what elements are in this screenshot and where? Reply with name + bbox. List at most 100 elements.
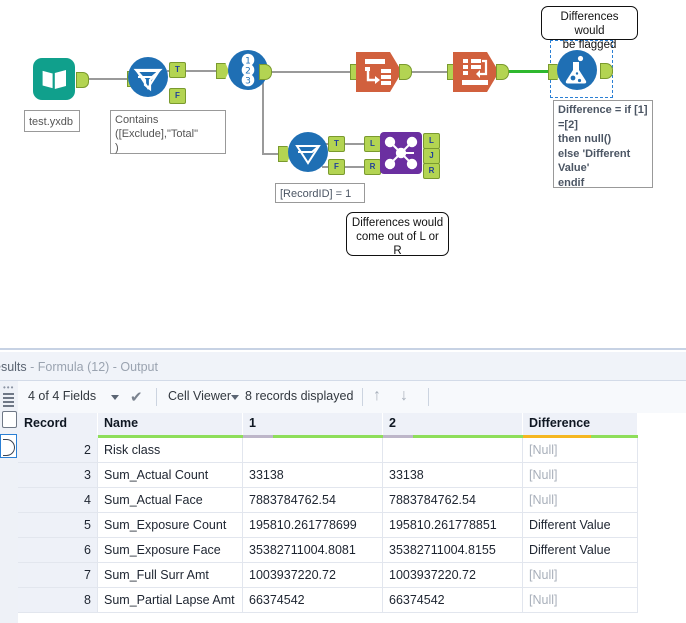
square-icon[interactable] xyxy=(2,411,17,428)
cell-v2[interactable]: 7883784762.54 xyxy=(383,488,523,513)
cell-v2[interactable]: 1003937220.72 xyxy=(383,563,523,588)
cell-difference[interactable]: Different Value xyxy=(523,538,638,563)
cell-v1[interactable]: 33138 xyxy=(243,463,383,488)
arc-selected-icon[interactable] xyxy=(0,434,17,458)
quality-bar-1 xyxy=(243,435,383,438)
tool-formula[interactable] xyxy=(557,50,597,90)
join-left-output[interactable]: L xyxy=(423,133,440,149)
tool-join[interactable] xyxy=(380,132,422,174)
cell-name[interactable]: Sum_Partial Lapse Amt xyxy=(98,588,243,613)
filter2-true-output[interactable]: T xyxy=(328,136,345,152)
cell-v2[interactable]: 35382711004.8155 xyxy=(383,538,523,563)
cell-record[interactable]: 7 xyxy=(18,563,98,588)
cell-v1[interactable]: 195810.261778699 xyxy=(243,513,383,538)
join-join-output[interactable]: J xyxy=(423,148,440,164)
cell-v1[interactable]: 7883784762.54 xyxy=(243,488,383,513)
join-right-output[interactable]: R xyxy=(423,163,440,179)
arrow-down-icon[interactable]: ↓ xyxy=(400,387,408,404)
cell-v2[interactable]: 33138 xyxy=(383,463,523,488)
tool-record-id[interactable]: 1 2 3 xyxy=(228,50,268,90)
fields-selector-label[interactable]: 4 of 4 Fields xyxy=(28,389,97,403)
quality-bar-name xyxy=(98,435,243,438)
cell-name[interactable]: Sum_Full Surr Amt xyxy=(98,563,243,588)
column-header-difference[interactable]: Difference xyxy=(523,413,638,435)
cell-record[interactable]: 2 xyxy=(18,438,98,463)
cell-name[interactable]: Risk class xyxy=(98,438,243,463)
filter2-false-output[interactable]: F xyxy=(328,159,345,175)
transpose-output-plug[interactable] xyxy=(399,64,412,80)
tool-crosstab[interactable] xyxy=(453,52,499,95)
column-header-name[interactable]: Name xyxy=(98,413,243,435)
join-left-input[interactable]: L xyxy=(364,136,381,152)
cell-difference[interactable]: [Null] xyxy=(523,463,638,488)
cell-name[interactable]: Sum_Exposure Count xyxy=(98,513,243,538)
tool-filter-2[interactable] xyxy=(288,132,328,172)
cell-v1[interactable]: 66374542 xyxy=(243,588,383,613)
tool-filter-1[interactable] xyxy=(128,57,168,97)
cell-v2[interactable]: 195810.261778851 xyxy=(383,513,523,538)
quality-bar-2 xyxy=(383,435,523,438)
recordid-output-plug[interactable] xyxy=(259,64,272,80)
cell-record[interactable]: 4 xyxy=(18,488,98,513)
overflow-dots-icon[interactable]: ••• xyxy=(3,383,15,392)
cell-record[interactable]: 3 xyxy=(18,463,98,488)
cell-viewer-chevron-down-icon[interactable] xyxy=(231,395,239,400)
column-header-record[interactable]: Record xyxy=(18,413,98,435)
workflow-canvas[interactable]: test.yxdb T F Contains ([Exclude],"Total… xyxy=(0,0,686,348)
cell-record[interactable]: 8 xyxy=(18,588,98,613)
cell-difference[interactable]: [Null] xyxy=(523,588,638,613)
cell-v1[interactable]: 35382711004.8081 xyxy=(243,538,383,563)
results-left-rail[interactable]: ••• xyxy=(0,381,19,623)
cell-record[interactable]: 6 xyxy=(18,538,98,563)
filter1-true-output[interactable]: T xyxy=(169,62,186,78)
cell-difference[interactable]: [Null] xyxy=(523,438,638,463)
cell-name[interactable]: Sum_Exposure Face xyxy=(98,538,243,563)
cell-v2[interactable]: 66374542 xyxy=(383,588,523,613)
record-id-123-icon: 1 2 3 xyxy=(241,53,255,87)
cell-v1[interactable]: 1003937220.72 xyxy=(243,563,383,588)
tool-input-data[interactable] xyxy=(33,58,75,100)
list-lines-icon[interactable] xyxy=(3,393,14,409)
column-header-1[interactable]: 1 xyxy=(243,413,383,435)
cell-v2[interactable] xyxy=(383,438,523,463)
cell-record[interactable]: 5 xyxy=(18,513,98,538)
filter1-false-output[interactable]: F xyxy=(169,88,186,104)
svg-text:1: 1 xyxy=(245,57,251,67)
input-data-output-plug[interactable] xyxy=(76,72,89,88)
fields-selector-chevron-down-icon[interactable] xyxy=(111,395,119,400)
toolbar-separator-1 xyxy=(156,388,157,406)
results-title-bar[interactable]: esults - Formula (12) - Output xyxy=(0,352,686,381)
comment-differences-flagged[interactable]: Differences would be flagged xyxy=(541,6,638,51)
panel-divider xyxy=(0,348,686,350)
quality-bar-strip xyxy=(18,435,686,438)
arrow-up-icon[interactable]: ↑ xyxy=(373,387,381,404)
cell-difference[interactable]: Different Value xyxy=(523,513,638,538)
comment-differences-lr[interactable]: Differences would come out of L or R xyxy=(346,212,449,257)
cell-v1[interactable] xyxy=(243,438,383,463)
crosstab-icon xyxy=(453,52,499,92)
results-panel: esults - Formula (12) - Output ••• 4 of … xyxy=(0,348,686,623)
cell-name[interactable]: Sum_Actual Face xyxy=(98,488,243,513)
cell-name[interactable]: Sum_Actual Count xyxy=(98,463,243,488)
svg-text:3: 3 xyxy=(245,77,251,87)
formula-output-plug[interactable] xyxy=(600,63,613,79)
cell-viewer-label[interactable]: Cell Viewer xyxy=(168,389,231,403)
check-icon[interactable]: ✔ xyxy=(130,389,143,406)
filter-funnel-icon xyxy=(133,68,163,92)
column-header-2[interactable]: 2 xyxy=(383,413,523,435)
cell-difference[interactable]: [Null] xyxy=(523,563,638,588)
tool-transpose[interactable] xyxy=(356,52,402,95)
results-toolbar[interactable]: 4 of 4 Fields ✔ Cell Viewer 8 records di… xyxy=(18,381,686,414)
join-right-input[interactable]: R xyxy=(364,159,381,175)
cell-difference[interactable]: [Null] xyxy=(523,488,638,513)
wire-input-to-filter1 xyxy=(78,78,128,80)
crosstab-output-plug[interactable] xyxy=(496,64,509,80)
